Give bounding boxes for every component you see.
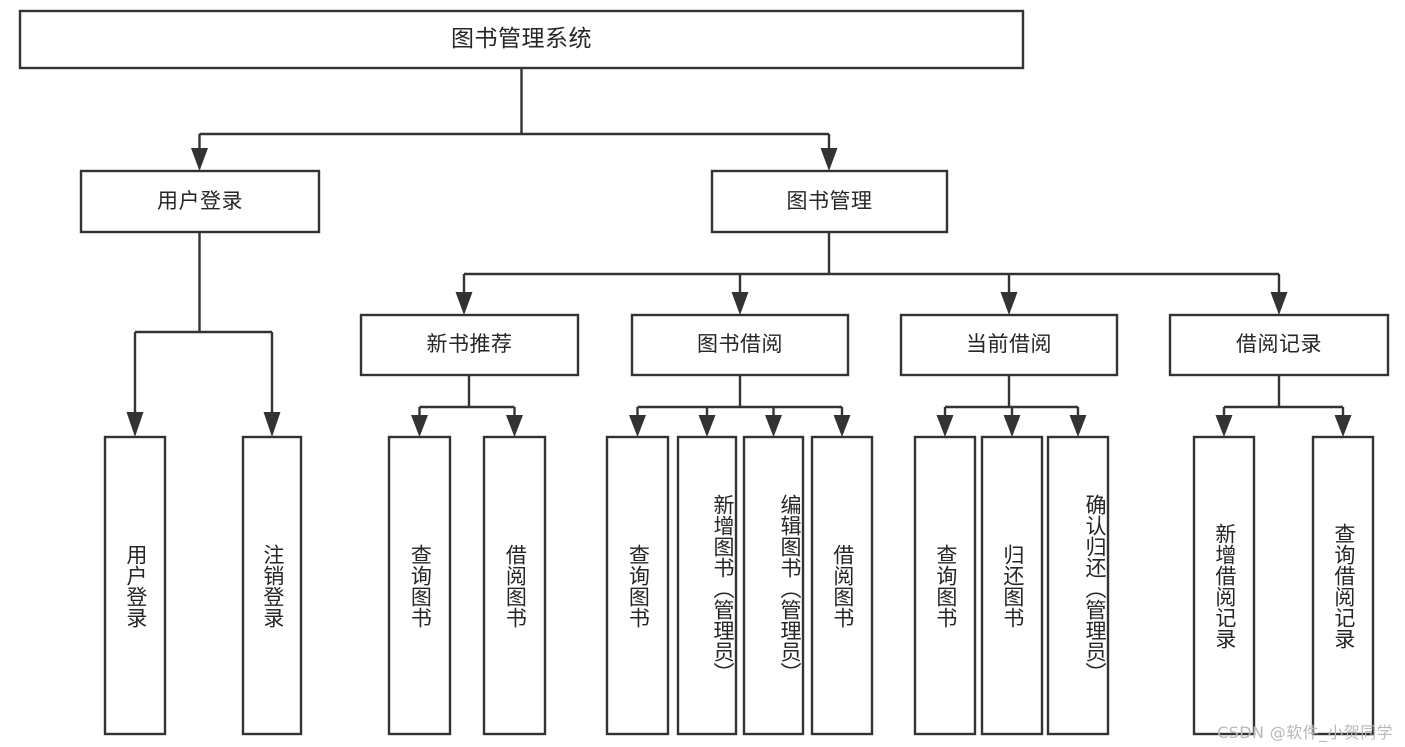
node-box-leaf-add-book[interactable] [676, 435, 738, 736]
connector-user-login-to-leaves [126, 232, 281, 437]
connector-borrow-record-to-leaves [1215, 375, 1352, 437]
node-box-new-book-recommend[interactable] [359, 313, 580, 377]
node-box-leaf-borrow-book-1[interactable] [482, 435, 547, 736]
node-box-leaf-logout[interactable] [241, 435, 303, 736]
arrow-head-new-book-recommend [455, 292, 473, 315]
connector-book-management-to-level2 [455, 232, 1288, 315]
connector-new-book-recommend-to-leaves [411, 375, 523, 437]
node-box-current-borrow[interactable] [899, 313, 1119, 377]
node-box-leaf-query-book-2[interactable] [605, 435, 670, 736]
arrow-head-book-management [820, 148, 838, 171]
arrow-head-leaf-query-record [1334, 415, 1352, 437]
arrow-head-leaf-query-book-3 [936, 415, 954, 437]
arrow-head-leaf-query-book-2 [629, 415, 646, 437]
arrow-head-book-borrow [731, 292, 749, 315]
arrow-head-leaf-edit-book [765, 415, 782, 437]
node-box-leaf-query-book-3[interactable] [913, 435, 977, 736]
node-box-leaf-edit-book[interactable] [742, 435, 805, 736]
connector-book-borrow-to-leaves [629, 375, 851, 437]
arrow-head-borrow-record [1270, 292, 1288, 315]
arrow-head-leaf-return-book [1003, 415, 1021, 437]
node-box-user-login[interactable] [79, 169, 321, 234]
arrow-head-leaf-user-login [126, 412, 144, 437]
node-box-book-management[interactable] [710, 169, 949, 234]
node-box-leaf-confirm-return[interactable] [1046, 435, 1110, 736]
arrow-head-leaf-query-book-1 [411, 415, 428, 437]
arrow-head-leaf-add-record [1215, 415, 1233, 437]
node-box-root[interactable] [18, 9, 1025, 70]
node-box-leaf-user-login[interactable] [103, 435, 167, 736]
arrow-head-leaf-confirm-return [1069, 415, 1087, 437]
node-box-leaf-query-book-1[interactable] [387, 435, 452, 736]
connector-root-to-level1 [191, 68, 838, 171]
node-box-leaf-add-record[interactable] [1192, 435, 1256, 736]
node-box-leaf-return-book[interactable] [980, 435, 1044, 736]
arrow-head-user-login [191, 148, 208, 171]
arrow-head-leaf-borrow-book-1 [506, 415, 523, 437]
node-box-leaf-query-record[interactable] [1311, 435, 1375, 736]
arrow-head-leaf-add-book [698, 415, 716, 437]
node-box-book-borrow[interactable] [630, 313, 850, 377]
connector-current-borrow-to-leaves [936, 375, 1087, 437]
node-box-borrow-record[interactable] [1168, 313, 1390, 377]
arrow-head-current-borrow [1000, 292, 1018, 315]
arrow-head-leaf-logout [263, 412, 281, 437]
node-box-leaf-borrow-book-2[interactable] [810, 435, 874, 736]
arrow-head-leaf-borrow-book-2 [833, 415, 851, 437]
